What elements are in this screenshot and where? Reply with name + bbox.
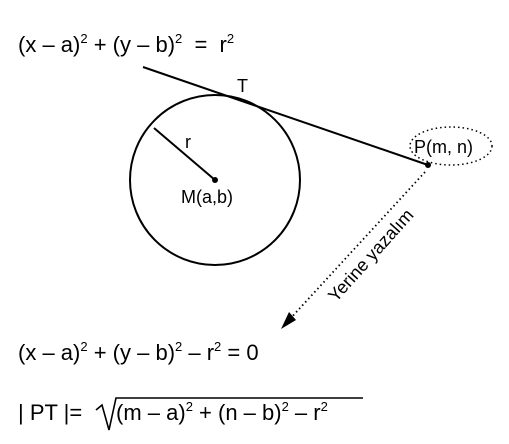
tangent-point-label: T (237, 76, 248, 96)
substitution-arrowhead (281, 312, 296, 329)
square-root-sign (95, 397, 363, 431)
circle (129, 94, 301, 266)
circle-equation: (x – a)2 + (y – b)2 = r2 (18, 31, 234, 57)
radius-label: r (185, 132, 191, 152)
radius-line (153, 127, 216, 181)
tangent-length-radicand: (m – a)2 + (n – b)2 – r2 (116, 399, 328, 425)
tangent-line (142, 66, 429, 166)
general-equation: (x – a)2 + (y – b)2 – r2 = 0 (18, 339, 259, 365)
substitution-arrow-shaft (288, 171, 426, 321)
center-label: M(a,b) (181, 187, 233, 207)
point-p-highlight (409, 126, 493, 166)
point-p-label: P(m, n) (414, 137, 473, 157)
point-p (425, 162, 431, 168)
arrow-caption: Yerine yazalım (324, 205, 417, 306)
tangent-length-lhs: | PT |= (18, 400, 88, 425)
